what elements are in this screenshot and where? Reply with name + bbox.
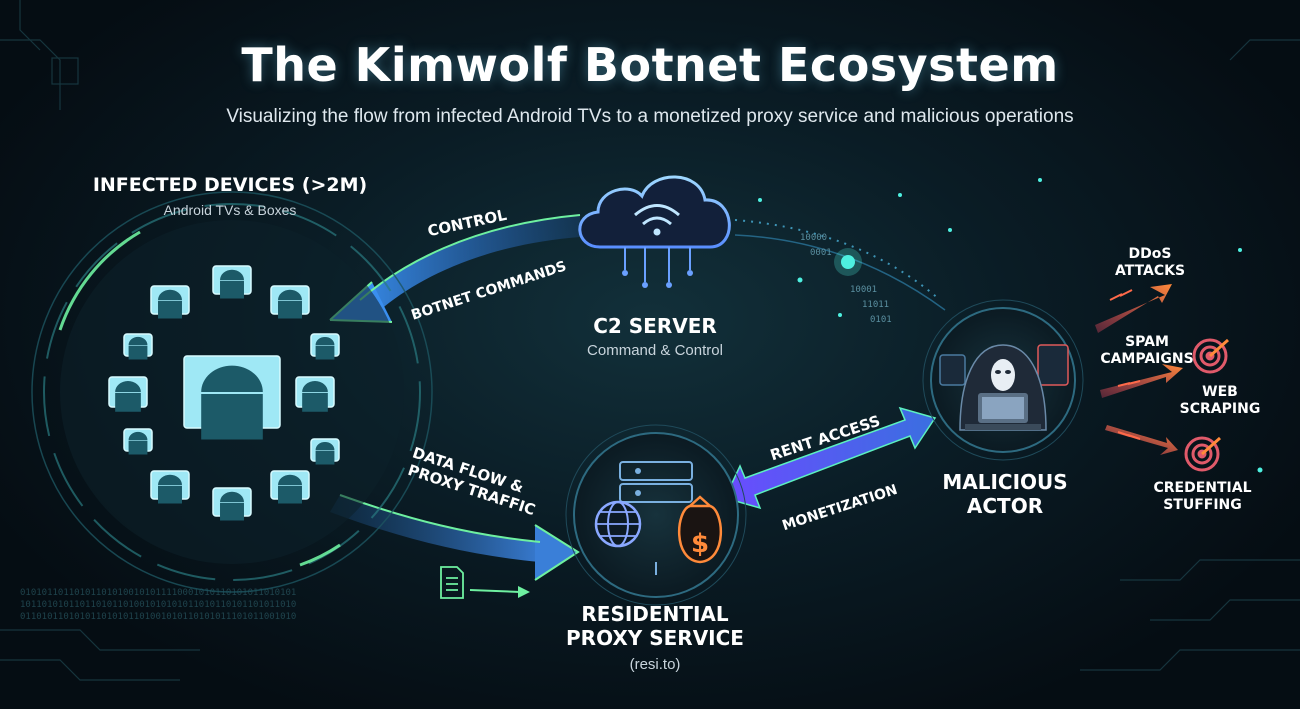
- svg-text:$: $: [691, 529, 709, 559]
- ddos-label: DDoS ATTACKS: [1110, 246, 1190, 280]
- target-icon: [1184, 338, 1229, 472]
- cred-label-line1: CREDENTIAL: [1153, 480, 1252, 496]
- ddos-label-line1: DDoS: [1128, 246, 1172, 262]
- devices-subtitle: Android TVs & Boxes: [163, 202, 297, 218]
- android-tv-screen: [123, 333, 153, 360]
- attack-arrows: [1095, 284, 1183, 455]
- hooded-hacker-icon: [922, 299, 1084, 461]
- proxy-subtitle: (resi.to): [629, 656, 681, 673]
- cloud-wifi-icon: [578, 175, 731, 288]
- android-tv-screen: [310, 438, 340, 465]
- link-node: [841, 255, 855, 269]
- page-title: The Kimwolf Botnet Ecosystem: [241, 38, 1059, 92]
- spam-label-line2: CAMPAIGNS: [1100, 351, 1194, 367]
- page-subtitle: Visualizing the flow from infected Andro…: [226, 106, 1074, 127]
- spam-label-line1: SPAM: [1125, 334, 1169, 350]
- android-tv-screen: [212, 487, 252, 521]
- binary-stream: 0101011011010110101001010111100010101101…: [20, 588, 296, 622]
- web-label-line1: WEB: [1202, 384, 1238, 400]
- svg-text:101101010110110101101001010101: 1011010101101101011010010101010110101101…: [20, 600, 296, 610]
- binary-5: 0101: [870, 315, 892, 325]
- svg-text:010101101101011010100101011110: 0101011011010110101001010111100010101101…: [20, 588, 296, 598]
- proxy-title-line1: RESIDENTIAL: [581, 602, 729, 626]
- binary-2: 0001: [810, 248, 832, 258]
- android-tv-screen: [310, 333, 340, 360]
- spam-label: SPAM CAMPAIGNS: [1092, 334, 1202, 368]
- android-tv-screen: [270, 285, 310, 319]
- android-tv-screen: [183, 355, 281, 440]
- proxy-title-line2: PROXY SERVICE: [566, 626, 744, 650]
- android-tv-icon: [108, 265, 340, 521]
- credential-stuffing-label: CREDENTIAL STUFFING: [1145, 480, 1260, 514]
- circuit-lines: [0, 0, 1300, 681]
- devices-title: INFECTED DEVICES (>2M): [92, 174, 368, 196]
- web-scraping-label: WEB SCRAPING: [1175, 384, 1265, 418]
- rent-access-arrow: [723, 406, 937, 510]
- ddos-label-line2: ATTACKS: [1114, 263, 1186, 279]
- android-tv-screen: [295, 376, 335, 412]
- proxy-node: $: [565, 424, 747, 606]
- binary-4: 11011: [862, 300, 890, 310]
- android-tv-screen: [123, 428, 153, 455]
- network-dots: [758, 178, 1263, 473]
- svg-text:011010110101011010101101001010: 0110101101010110101011010010101101010111…: [20, 612, 296, 622]
- android-tv-screen: [150, 470, 190, 504]
- android-tv-screen: [150, 285, 190, 319]
- android-tv-screen: [212, 265, 252, 299]
- binary-3: 10001: [850, 285, 878, 295]
- actor-title-line1: MALICIOUS: [942, 470, 1068, 494]
- c2-subtitle: Command & Control: [587, 342, 723, 359]
- c2-title: C2 SERVER: [593, 314, 717, 338]
- data-flow-arrow: [330, 494, 580, 598]
- android-tv-screen: [108, 376, 148, 412]
- cred-label-line2: STUFFING: [1163, 497, 1242, 513]
- actor-title-line2: ACTOR: [966, 494, 1044, 518]
- document-icon: [440, 566, 464, 599]
- web-label-line2: SCRAPING: [1179, 401, 1261, 417]
- binary-1: 10000: [800, 233, 828, 243]
- android-tv-screen: [270, 470, 310, 504]
